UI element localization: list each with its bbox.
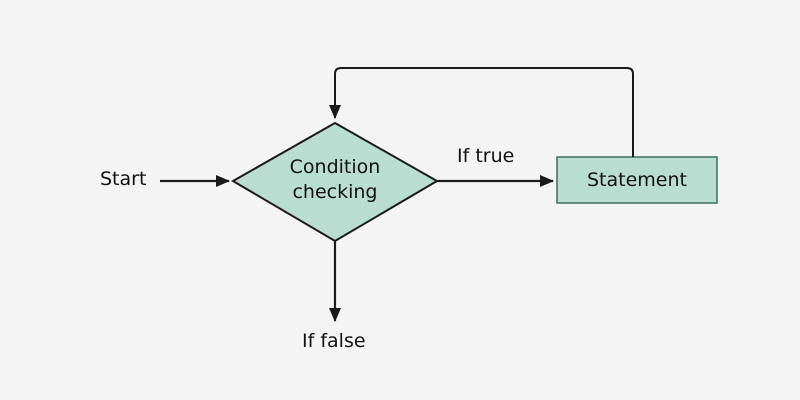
- condition-label: Condition checking: [234, 155, 436, 205]
- statement-box: [556, 156, 718, 204]
- start-label: Start: [100, 168, 147, 190]
- condition-label-line1: Condition: [289, 156, 381, 178]
- condition-label-line2: checking: [292, 181, 378, 203]
- if-true-label: If true: [457, 145, 515, 167]
- if-false-label: If false: [302, 330, 366, 352]
- loop-back-arrow: [329, 67, 634, 157]
- statement-label: Statement: [587, 169, 687, 191]
